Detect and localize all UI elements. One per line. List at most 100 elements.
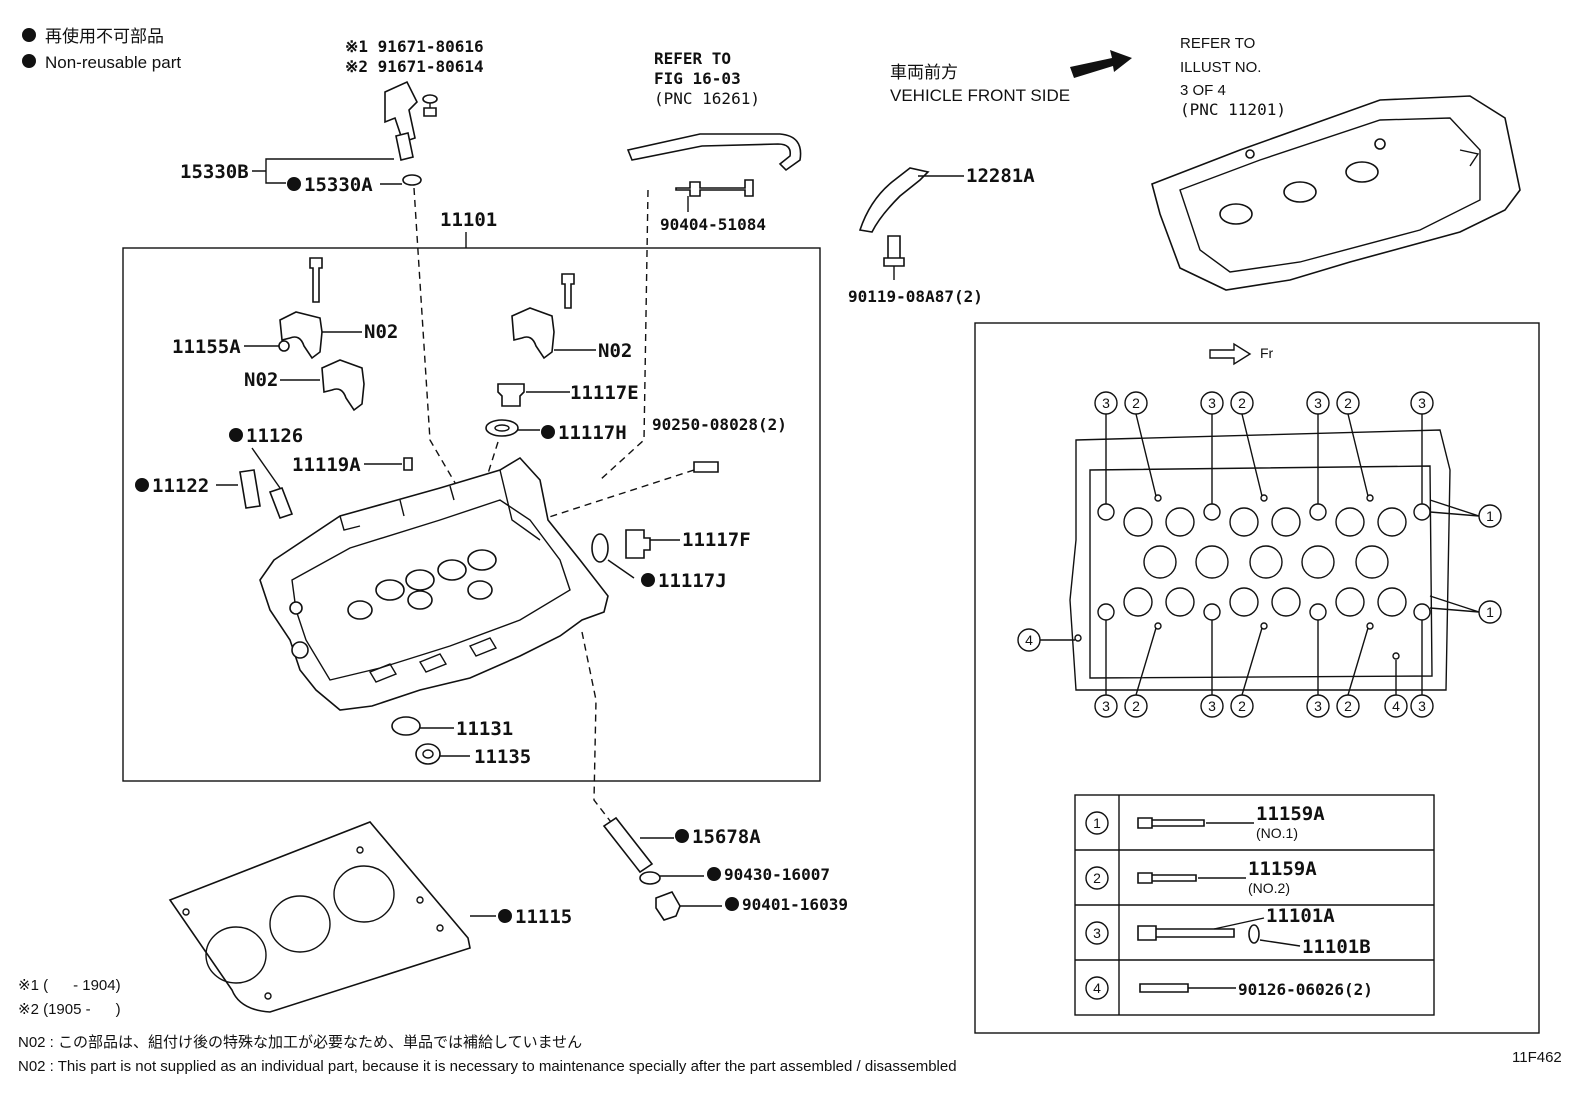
label-N02-a: N02	[364, 321, 398, 343]
front-label: Fr	[1260, 345, 1274, 361]
front-arrow-icon	[1209, 342, 1252, 366]
bracket-drawing	[858, 167, 930, 233]
top-callouts: 3 2 3 2 3 2 3	[1094, 391, 1434, 504]
bolt-row1-sub: (NO.1)	[1256, 825, 1298, 841]
legend-jp: 再使用不可部品	[45, 26, 164, 46]
ref-fig-no: FIG 16-03	[654, 69, 741, 88]
bolt-row1-part: 11159A	[1256, 803, 1325, 825]
label-12281A: 12281A	[966, 165, 1035, 187]
label-11155A: 11155A	[172, 336, 241, 358]
ref-fig-refer: REFER TO	[654, 49, 731, 68]
bearing-cap-drawing	[321, 359, 365, 412]
bolt-drawing	[309, 257, 323, 303]
bolt-row2-sub: (NO.2)	[1248, 880, 1290, 896]
label-15678A: 15678A	[692, 826, 761, 848]
svg-text:3: 3	[1314, 395, 1322, 411]
non-reusable-dot-icon	[707, 867, 721, 881]
svg-text:3: 3	[1314, 698, 1322, 714]
non-reusable-dot-icon	[498, 909, 512, 923]
n02-note-jp: N02 : この部品は、組付け後の特殊な加工が必要なため、単品では補給していませ…	[18, 1034, 582, 1051]
svg-text:3: 3	[1418, 395, 1426, 411]
label-11117H: 11117H	[558, 422, 627, 444]
bolt-row3-part: 11101A	[1266, 905, 1335, 927]
non-reusable-dot-icon	[22, 28, 36, 42]
bolt-drawing	[561, 273, 575, 309]
range-note-2: ※2 (1905 - )	[18, 1001, 121, 1018]
cylinder-head-subassembly-box	[122, 247, 821, 782]
label-90404-51084: 90404-51084	[660, 215, 766, 234]
label-11117E: 11117E	[570, 382, 639, 404]
bottom-callouts: 3 2 3 2 3 2 4 3	[1094, 620, 1434, 718]
range-note-1: ※1 ( - 1904)	[18, 977, 121, 994]
ref-illust-pnc: (PNC 11201)	[1180, 100, 1286, 119]
non-reusable-dot-icon	[22, 54, 36, 68]
non-reusable-dot-icon	[675, 829, 689, 843]
svg-text:3: 3	[1102, 395, 1110, 411]
ref-illust-page: 3 OF 4	[1180, 82, 1226, 99]
vehicle-front-en: VEHICLE FRONT SIDE	[890, 86, 1070, 105]
vehicle-front-jp: 車両前方	[890, 63, 958, 82]
svg-text:3: 3	[1093, 925, 1101, 941]
union-bolt-drawing	[675, 179, 754, 197]
non-reusable-dot-icon	[541, 425, 555, 439]
dowel-pin-drawing	[268, 486, 294, 520]
ref-illust-no: ILLUST NO.	[1180, 59, 1261, 76]
bolt-drawing	[655, 891, 681, 921]
svg-text:3: 3	[1208, 395, 1216, 411]
cylinder-head-drawing	[259, 456, 609, 711]
label-N02-c: N02	[598, 340, 632, 362]
sensor-variant-1: ※1 91671-80616	[345, 37, 484, 56]
label-90250-08028: 90250-08028(2)	[652, 415, 787, 434]
label-15330B: 15330B	[180, 161, 249, 183]
svg-text:2: 2	[1238, 698, 1246, 714]
ref-illust-refer: REFER TO	[1180, 35, 1255, 52]
bolt-row2-part: 11159A	[1248, 858, 1317, 880]
svg-text:1: 1	[1486, 508, 1494, 524]
head-top-view-drawing	[1069, 429, 1451, 691]
label-11135: 11135	[474, 746, 531, 768]
svg-text:2: 2	[1344, 395, 1352, 411]
svg-text:3: 3	[1418, 698, 1426, 714]
bolt-row4-part: 90126-06026(2)	[1238, 980, 1373, 999]
head-gasket-drawing	[168, 821, 471, 1013]
oil-jet-drawing	[602, 816, 654, 874]
label-11117J: 11117J	[658, 570, 727, 592]
svg-text:2: 2	[1344, 698, 1352, 714]
plug-drawing	[625, 529, 651, 559]
label-11101: 11101	[440, 209, 497, 231]
non-reusable-dot-icon	[229, 428, 243, 442]
head-bolt-view-panel	[974, 322, 1540, 1034]
non-reusable-dot-icon	[641, 573, 655, 587]
side-callouts: 1 1 4	[1017, 499, 1502, 652]
head-cover-drawing	[1151, 95, 1521, 291]
svg-text:3: 3	[1208, 698, 1216, 714]
svg-text:4: 4	[1392, 698, 1400, 714]
bearing-cap-drawing	[511, 307, 555, 360]
legend-en: Non-reusable part	[45, 53, 181, 72]
n02-note-en: N02 : This part is not supplied as an in…	[18, 1058, 957, 1075]
stud-drawing	[693, 461, 719, 473]
ref-fig-pnc: (PNC 16261)	[654, 89, 760, 108]
gasket-drawing	[591, 533, 609, 563]
label-11117F: 11117F	[682, 529, 751, 551]
bolt-table: 1 2 3 4 11159A (NO.1) 11159A (NO.2) 1110…	[1074, 794, 1435, 1016]
svg-text:2: 2	[1238, 395, 1246, 411]
non-reusable-dot-icon	[725, 897, 739, 911]
svg-text:1: 1	[1486, 604, 1494, 620]
label-11115: 11115	[515, 906, 572, 928]
figure-id: 11F462	[1512, 1049, 1562, 1066]
svg-text:1: 1	[1093, 815, 1101, 831]
gasket-drawing	[485, 419, 519, 437]
label-N02-b: N02	[244, 369, 278, 391]
seal-drawing	[415, 743, 441, 765]
oil-control-valve-drawing	[384, 80, 438, 186]
label-15330A: 15330A	[304, 174, 373, 196]
hose-drawing	[626, 133, 802, 172]
label-11119A: 11119A	[292, 454, 361, 476]
svg-text:2: 2	[1093, 870, 1101, 886]
label-11122: 11122	[152, 475, 209, 497]
svg-text:4: 4	[1093, 980, 1101, 996]
non-reusable-dot-icon	[287, 177, 301, 191]
